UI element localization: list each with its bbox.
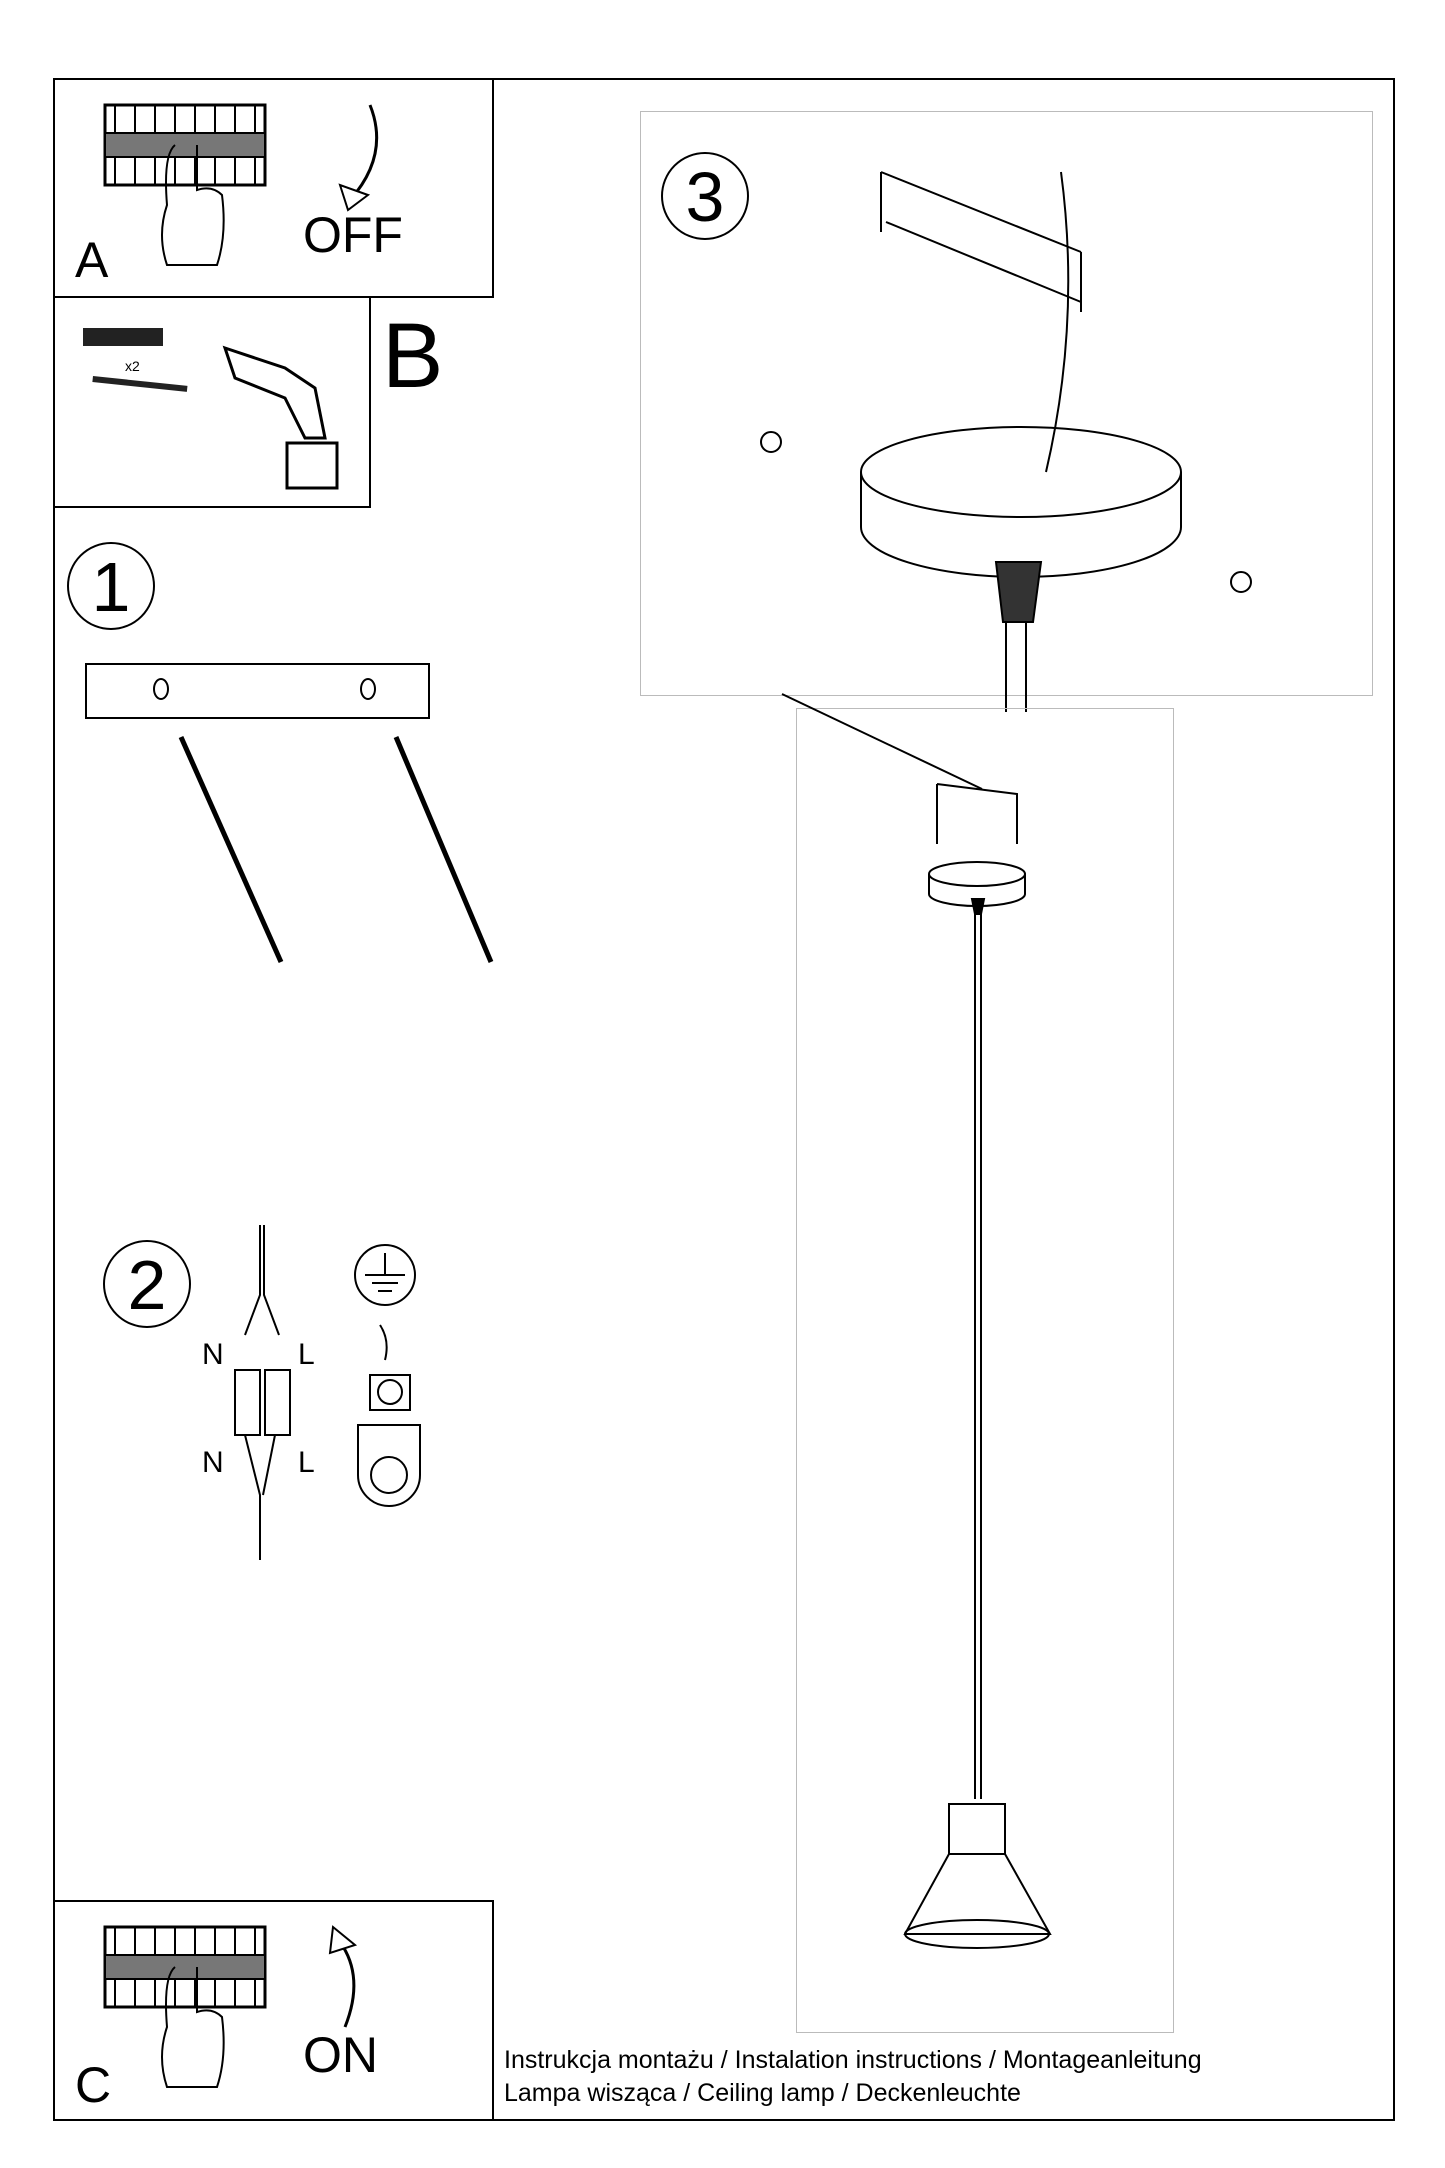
wall-plug-screw-drill-icon [83,328,339,490]
lamp-overview-box [781,693,1174,2033]
neutral-label-bottom: N [202,1446,224,1479]
circuit-breaker-hand-icon [103,1925,358,2088]
panel-c-letter: C [75,2057,112,2113]
panel-c-power-on: C ON [53,1900,494,2121]
live-label-bottom: L [298,1446,315,1479]
circuit-breaker-hand-icon [103,103,379,266]
live-label-top: L [298,1338,315,1371]
caption-product-type: Lampa wisząca / Ceiling lamp / Deckenleu… [504,2079,1021,2107]
panel-c-state-label: ON [303,2027,378,2083]
pendant-lamp-icon [781,693,1052,1949]
wiring-terminal-ground-icon [234,1225,421,1560]
panel-a-power-off: A OFF [53,78,494,298]
panel-a-state-label: OFF [303,207,403,263]
step-3-marker: 3 [661,152,749,240]
caption-instructions-title: Instrukcja montażu / Instalation instruc… [504,2046,1202,2074]
panel-a-letter: A [75,232,109,288]
step-2-marker: 2 [103,1240,191,1328]
canopy-assembly-icon [760,171,1252,712]
mounting-bar-drilling-icon [85,663,494,964]
quantity-label: x2 [125,358,140,374]
step-3-detail-box: 3 [640,111,1373,712]
instruction-sheet-frame [53,78,1395,2121]
panel-b-tools: x2 [53,296,371,508]
panel-b-letter: B [382,305,444,407]
step-1-marker: 1 [67,542,155,630]
neutral-label-top: N [202,1338,224,1371]
caption: Instrukcja montażu / Instalation instruc… [504,2044,1202,2110]
